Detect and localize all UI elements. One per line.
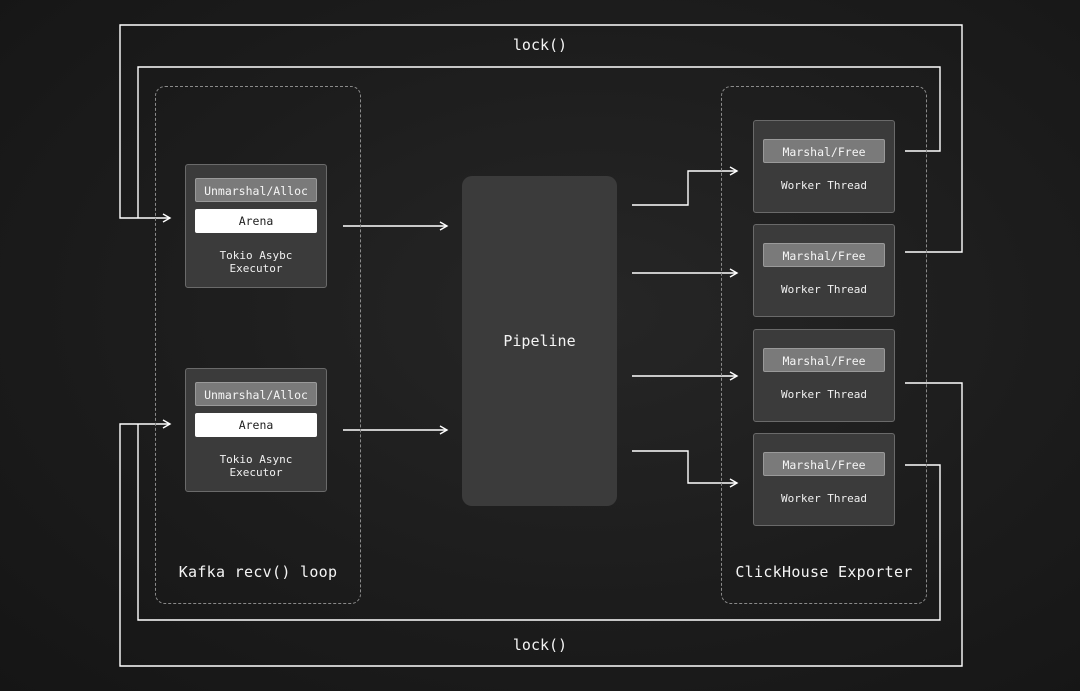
kafka-recv-loop-label: Kafka recv() loop: [178, 563, 338, 581]
top-lock-inner-line: [137, 66, 941, 218]
worker-thread-title: Worker Thread: [780, 179, 868, 192]
executor-title-line2: Executor: [229, 262, 283, 275]
worker-thread-card-1: Marshal/Free Worker Thread: [753, 120, 895, 213]
arena-chip: Arena: [195, 413, 317, 437]
executor-title-line2: Executor: [229, 466, 283, 479]
top-lock-label: lock(): [512, 36, 568, 54]
worker-thread-card-2: Marshal/Free Worker Thread: [753, 224, 895, 317]
executor-title-line1: Tokio Async: [219, 453, 293, 466]
clickhouse-exporter-group: ClickHouse Exporter: [721, 86, 927, 604]
executor-title-line1: Tokio Asybc: [219, 249, 293, 262]
worker-thread-card-3: Marshal/Free Worker Thread: [753, 329, 895, 422]
executor-title: Tokio Async Executor: [186, 453, 326, 479]
worker-thread-title: Worker Thread: [780, 283, 868, 296]
top-lock-outer-line: [119, 24, 963, 253]
pipeline-box: Pipeline: [462, 176, 617, 506]
worker-thread-card-4: Marshal/Free Worker Thread: [753, 433, 895, 526]
marshal-free-chip: Marshal/Free: [763, 348, 885, 372]
pipeline-to-worker1-arrow: [632, 166, 739, 206]
executor-title: Tokio Asybc Executor: [186, 249, 326, 275]
tokio-executor-card-1: Unmarshal/Alloc Arena Tokio Asybc Execut…: [185, 164, 327, 288]
arena-chip: Arena: [195, 209, 317, 233]
clickhouse-exporter-label: ClickHouse Exporter: [735, 563, 913, 581]
pipeline-label: Pipeline: [503, 332, 576, 350]
bottom-lock-outer-line: [119, 382, 963, 667]
worker-thread-title: Worker Thread: [780, 492, 868, 505]
kafka-recv-loop-group: Kafka recv() loop: [155, 86, 361, 604]
unmarshal-alloc-chip: Unmarshal/Alloc: [195, 382, 317, 406]
bottom-lock-inner-line: [137, 424, 941, 621]
bottom-lock-label: lock(): [512, 636, 568, 654]
unmarshal-alloc-chip: Unmarshal/Alloc: [195, 178, 317, 202]
marshal-free-chip: Marshal/Free: [763, 139, 885, 163]
marshal-free-chip: Marshal/Free: [763, 243, 885, 267]
worker-thread-title: Worker Thread: [780, 388, 868, 401]
marshal-free-chip: Marshal/Free: [763, 452, 885, 476]
tokio-executor-card-2: Unmarshal/Alloc Arena Tokio Async Execut…: [185, 368, 327, 492]
pipeline-to-worker4-arrow: [632, 450, 739, 488]
